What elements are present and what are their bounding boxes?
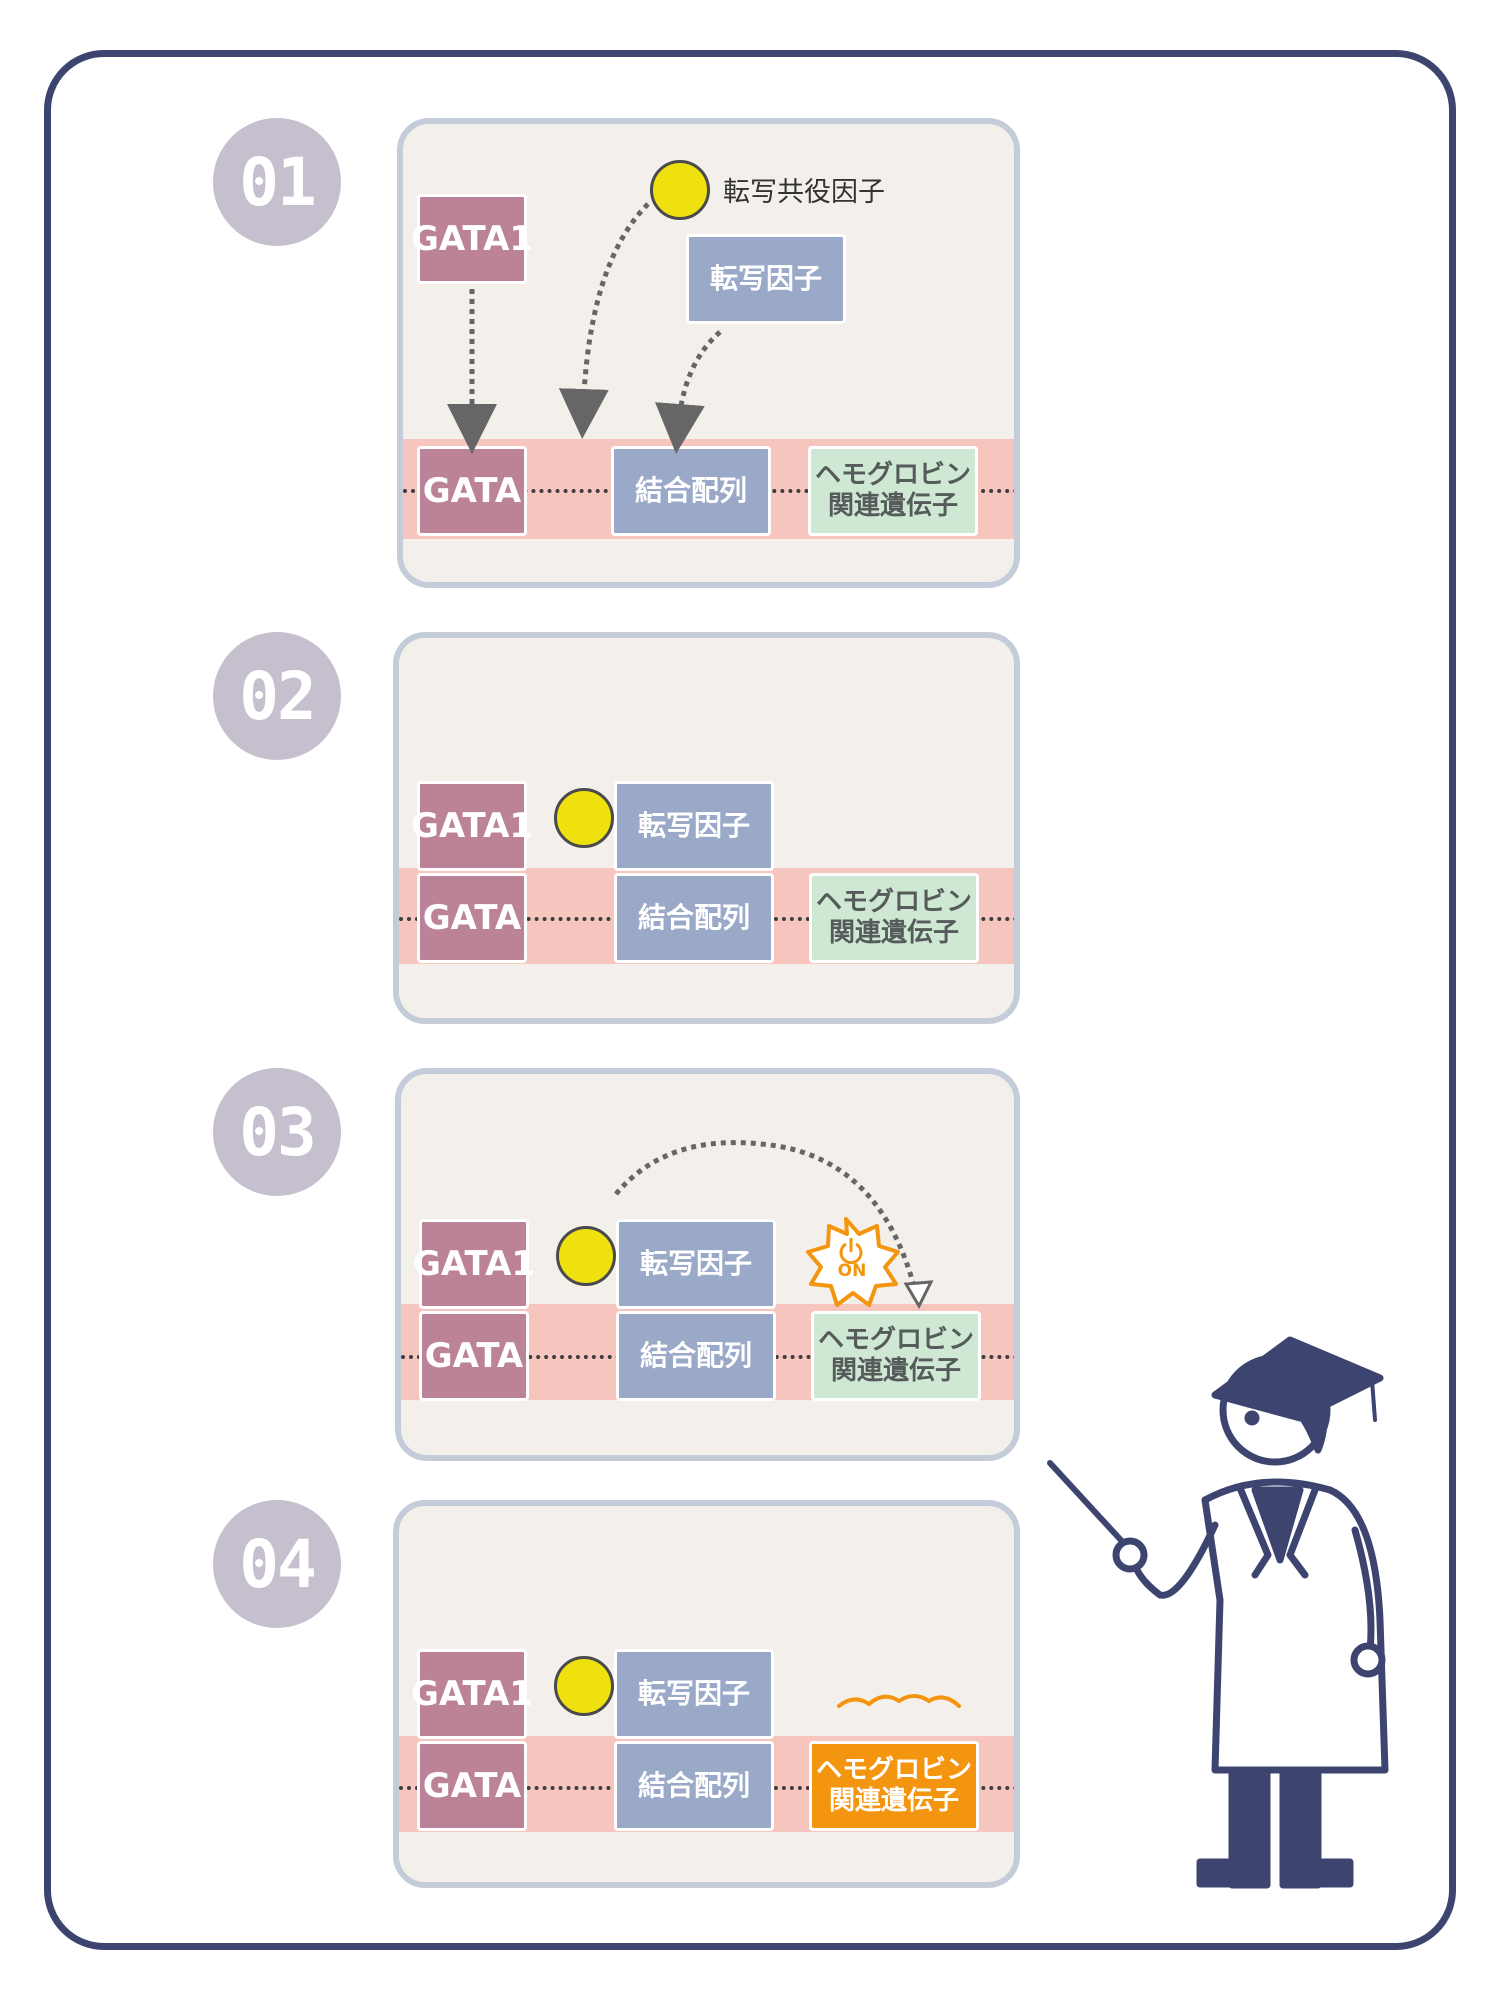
on-label: ON — [837, 1261, 867, 1281]
hemoglobin-gene-box: ヘモグロビン関連遺伝子 — [809, 873, 979, 963]
gene-line-1: ヘモグロビン — [815, 886, 972, 917]
cofactor-curve-arrow — [558, 202, 650, 439]
step-panel-04: GATA1 転写因子 GATA 結合配列 ヘモグロビン関連遺伝子 — [393, 1500, 1020, 1888]
step-panel-02: GATA1 転写因子 GATA 結合配列 ヘモグロビン関連遺伝子 — [393, 632, 1020, 1024]
step-panel-03: GATA1 転写因子 GATA 結合配列 ヘモグロビン関連遺伝子 ON — [395, 1068, 1020, 1461]
open-arrowhead — [903, 1280, 934, 1310]
gata1-box: GATA1 — [411, 781, 533, 871]
binding-sequence-box: 結合配列 — [614, 873, 774, 963]
gata1-box: GATA1 — [413, 1219, 535, 1309]
step-panel-01: GATA1 転写共役因子 転写因子 GATA 結合配列 ヘモグロビン関連遺伝子 — [397, 118, 1020, 588]
gene-line-2: 関連遺伝子 — [828, 1786, 959, 1816]
step-number-04: 04 — [213, 1500, 341, 1628]
binding-sequence-box: 結合配列 — [616, 1311, 776, 1401]
gata-site-box: GATA — [417, 1741, 527, 1831]
glow-lines — [837, 1694, 961, 1708]
tf-to-gene-curve — [614, 1140, 919, 1295]
activation-arrow — [614, 1140, 934, 1310]
cofactor-circle — [650, 160, 710, 220]
expression-glow-icon — [837, 1694, 961, 1708]
hemoglobin-gene-box: ヘモグロビン関連遺伝子 — [811, 1311, 981, 1401]
gata-site-box: GATA — [417, 446, 527, 536]
gene-line-1: ヘモグロビン — [815, 1754, 972, 1785]
cofactor-circle — [554, 788, 614, 848]
on-burst-icon — [806, 1217, 900, 1307]
hemoglobin-gene-box: ヘモグロビン関連遺伝子 — [808, 446, 978, 536]
binding-sequence-box: 結合配列 — [614, 1741, 774, 1831]
transcription-factor-box: 転写因子 — [614, 1649, 774, 1739]
gata1-box: GATA1 — [411, 1649, 533, 1739]
hemoglobin-gene-box-active: ヘモグロビン関連遺伝子 — [809, 1741, 979, 1831]
gene-line-1: ヘモグロビン — [817, 1324, 974, 1355]
cofactor-circle — [554, 1656, 614, 1716]
cofactor-label: 転写共役因子 — [723, 177, 885, 208]
gata1-box: GATA1 — [411, 194, 533, 284]
binding-arrows — [447, 202, 722, 454]
gene-line-2: 関連遺伝子 — [830, 1356, 961, 1386]
step-number-01: 01 — [213, 118, 341, 246]
gata-site-box: GATA — [417, 873, 527, 963]
gene-line-2: 関連遺伝子 — [827, 491, 958, 521]
power-icon — [839, 1242, 863, 1265]
gene-line-2: 関連遺伝子 — [828, 918, 959, 948]
gata-site-box: GATA — [419, 1311, 529, 1401]
step-number-03: 03 — [213, 1068, 341, 1196]
gene-line-1: ヘモグロビン — [814, 459, 971, 490]
tf-curve-arrow — [654, 330, 722, 454]
transcription-factor-box: 転写因子 — [614, 781, 774, 871]
cofactor-circle — [556, 1226, 616, 1286]
transcription-factor-box: 転写因子 — [616, 1219, 776, 1309]
transcription-factor-box: 転写因子 — [686, 234, 846, 324]
step-number-02: 02 — [213, 632, 341, 760]
